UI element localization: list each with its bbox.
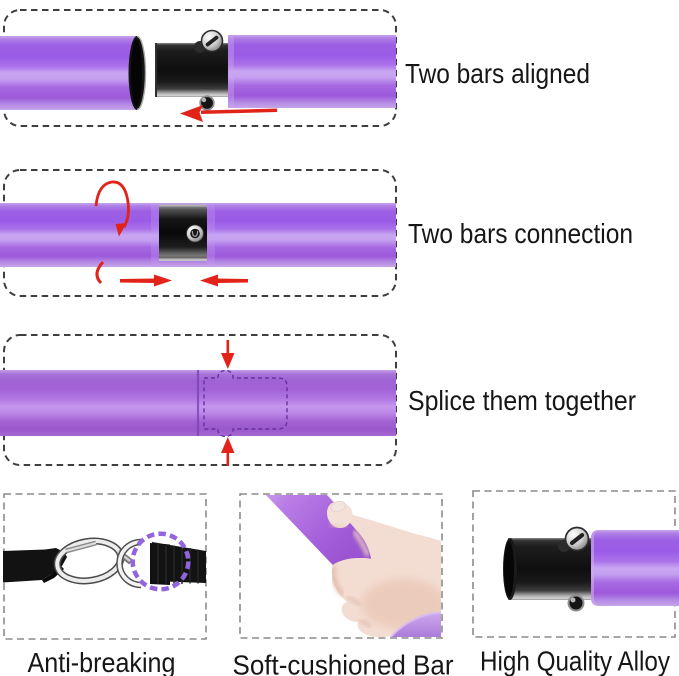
svg-text:Splice them together: Splice them together [408, 385, 636, 416]
svg-text:Two bars aligned: Two bars aligned [405, 58, 590, 89]
svg-text:Two bars connection: Two bars connection [408, 218, 633, 249]
svg-text:High Quality Alloy: High Quality Alloy [480, 646, 670, 676]
svg-text:Anti-breaking: Anti-breaking [28, 647, 176, 676]
svg-text:Soft-cushioned Bar: Soft-cushioned Bar [233, 650, 454, 676]
